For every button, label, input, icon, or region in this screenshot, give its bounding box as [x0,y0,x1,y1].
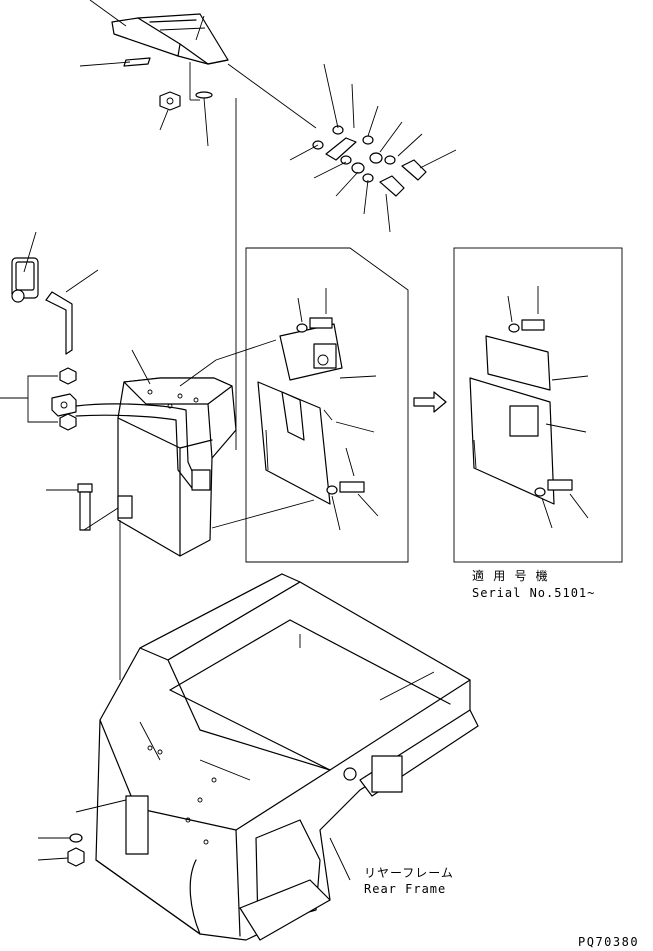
detail-panel-serial [453,247,623,563]
fastener-set-top-right [289,63,457,233]
shim-plate [123,57,151,67]
rear-frame [95,573,479,941]
bolt-left [46,483,119,531]
nut-top [159,91,181,111]
l-bolt [45,269,99,355]
washer-bottom-left [38,833,83,843]
drawing-code: PQ70380 [578,935,639,949]
tank-box [75,339,315,680]
detail-panel-current [245,247,409,563]
rear-frame-label-jp: リヤーフレーム [364,866,454,880]
leader-lines-top [79,0,317,450]
washer-top [195,91,213,99]
serial-label-en: Serial No.5101~ [472,586,595,600]
bracket-outline-left [0,375,58,423]
rubber-mount [11,231,39,303]
rear-frame-label-en: Rear Frame [364,882,446,896]
nut-bottom-left [37,799,127,867]
nut-left-lower [59,413,77,431]
serial-label-jp: 適 用 号 機 [472,568,549,583]
nut-left-upper [59,367,77,385]
arrow-right-icon [413,391,447,413]
top-bracket-plate [111,13,229,65]
clamp-block [51,393,77,417]
